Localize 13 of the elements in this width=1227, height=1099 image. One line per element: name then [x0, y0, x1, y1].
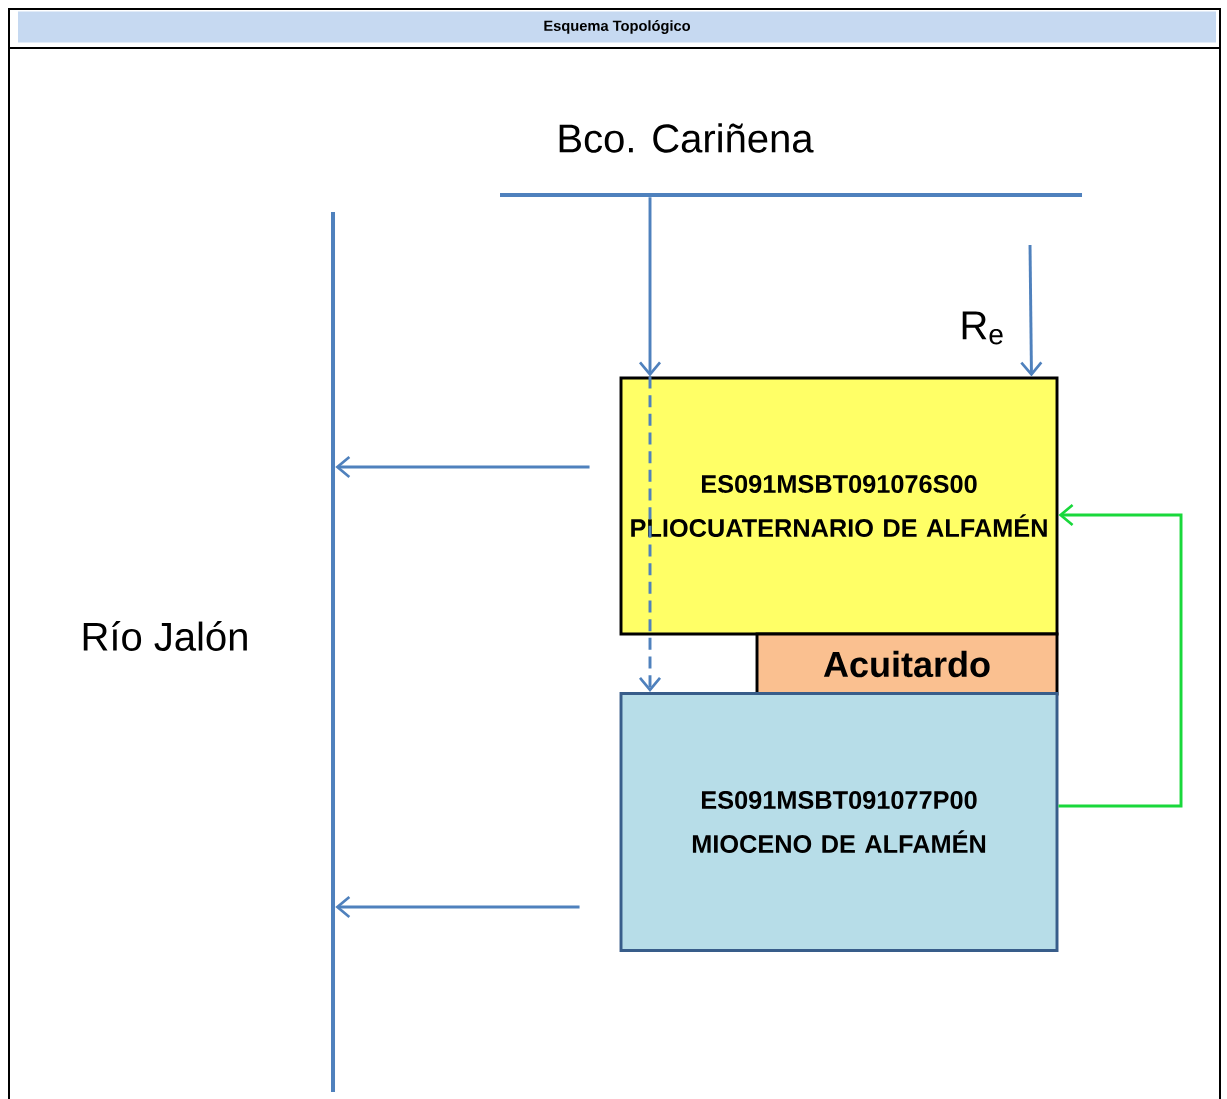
aquifer-box: ES091MSBT091077P00 MIOCENO DE ALFAMÉN: [619, 692, 1059, 952]
water-body-label: Río Jalón: [83, 621, 247, 651]
arrow: [1020, 245, 1043, 377]
arrow: [335, 455, 590, 479]
arrow: [639, 376, 662, 693]
arrow: [639, 197, 662, 377]
edge-label: R$_{e}$: [962, 311, 1003, 345]
aquifer-box: ES091MSBT091076S00 PLIOCUATERNARIO DE ALFAMÉN: [619, 376, 1059, 636]
arrow: [1058, 504, 1183, 808]
title-bar: Esquema Topológico: [18, 11, 1216, 43]
aquitard-box: Acuitardo: [755, 632, 1059, 696]
arrow: [335, 896, 580, 919]
water-body-label: Bco. Cariñena: [559, 123, 814, 153]
